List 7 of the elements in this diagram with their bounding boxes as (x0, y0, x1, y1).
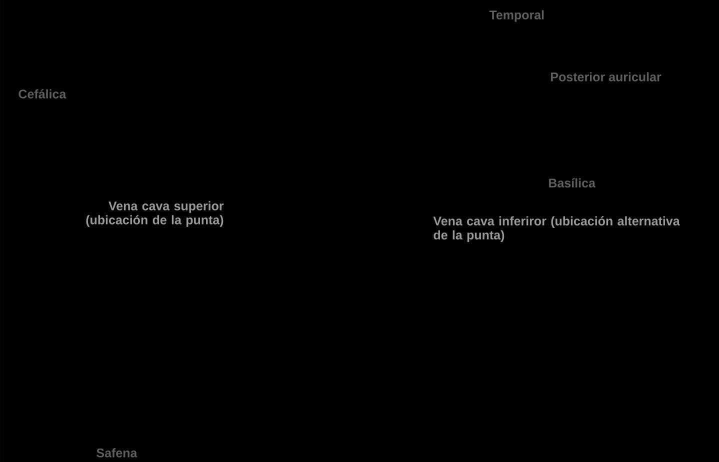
vein-label: Basílica (549, 178, 596, 188)
vein-label: Safena (96, 448, 138, 458)
vein-label: Cefálica (18, 89, 66, 98)
vein-label: Vena cava inferiror (ubicación alternativa de la punta) (433, 216, 680, 242)
vein-label: Posterior auricular (551, 72, 662, 82)
vein-label: Vena cava superior (ubicación de la punta) (86, 201, 224, 227)
vein-label: Temporal (489, 10, 544, 22)
